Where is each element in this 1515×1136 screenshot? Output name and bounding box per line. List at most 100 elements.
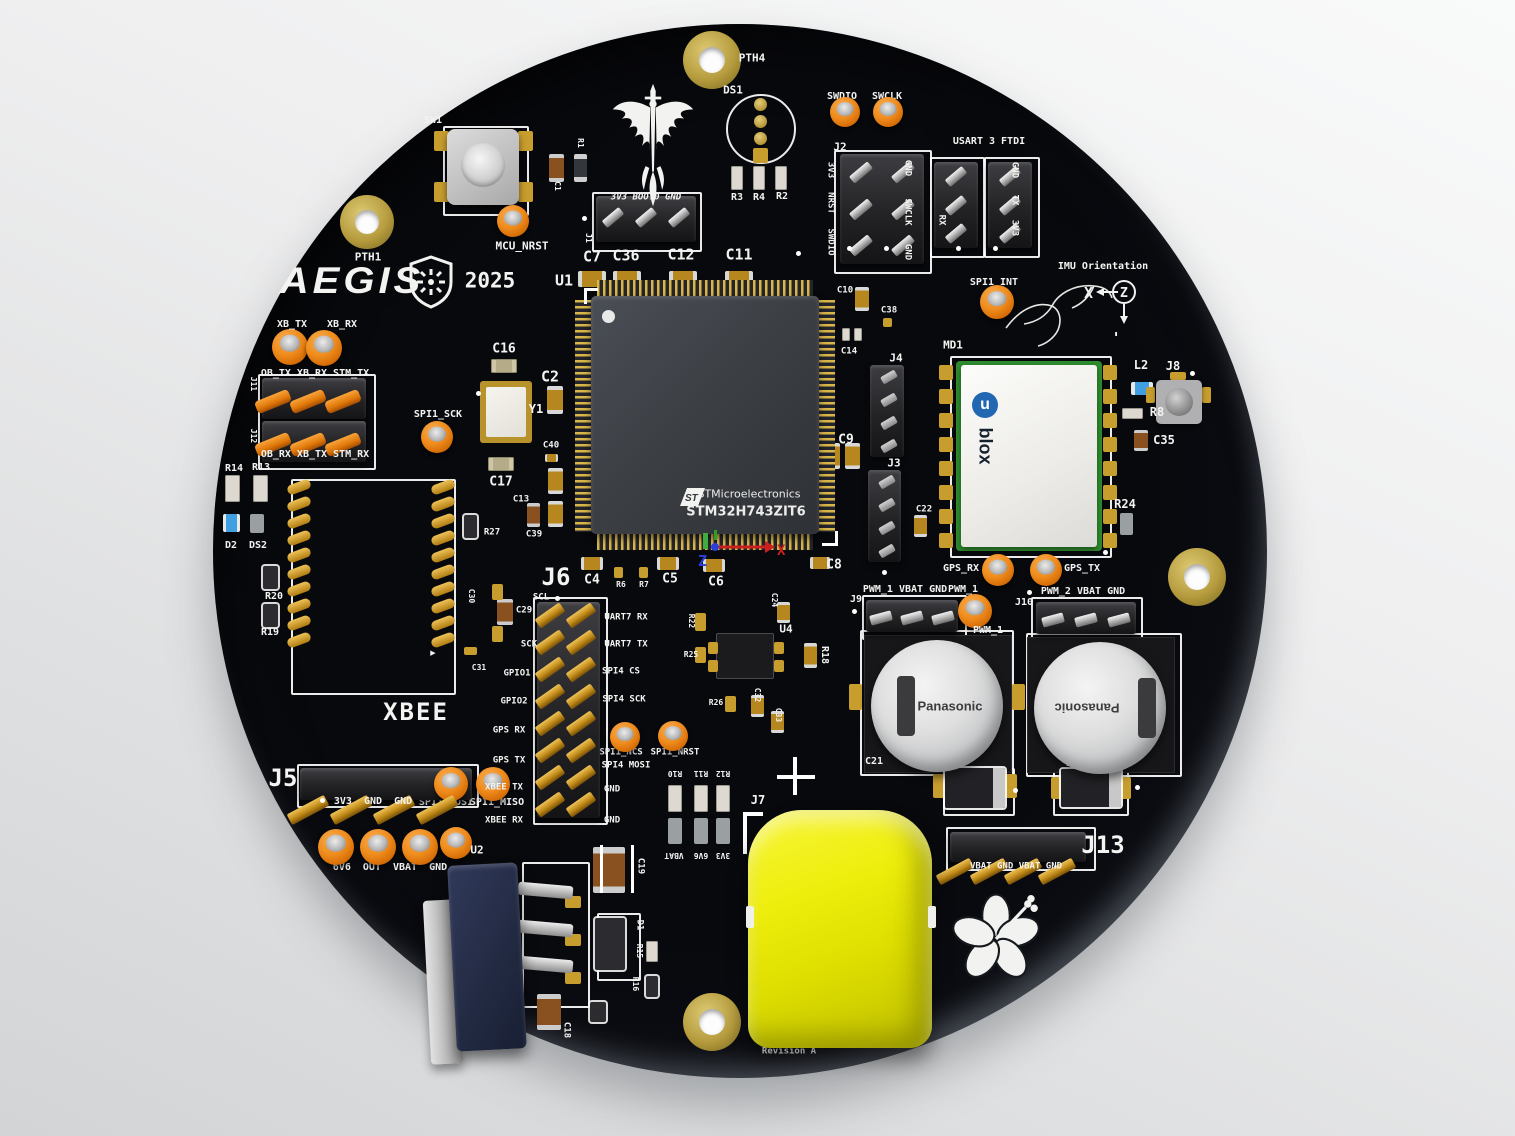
passive-component	[668, 784, 682, 812]
passive-component	[1005, 774, 1017, 798]
silk-line	[822, 543, 836, 546]
j7-connector	[748, 810, 932, 1048]
silk-pwm-1: PWM_1	[972, 625, 1004, 636]
passive-component	[774, 660, 784, 672]
silk-outline	[291, 479, 456, 695]
passive-component	[770, 711, 784, 733]
silk-tx: TX	[1009, 194, 1020, 206]
passive-component	[573, 154, 587, 182]
passive-component	[939, 364, 953, 380]
silk-r1: R1	[576, 138, 585, 148]
tp-spi1-nrst	[658, 721, 688, 751]
silk-swclk: SWCLK	[872, 92, 902, 102]
passive-component	[753, 97, 767, 111]
silk-3v3-gnd-gnd: 3V3 GND GND	[333, 796, 413, 807]
passive-component	[752, 147, 768, 163]
passive-component	[433, 182, 449, 202]
silk-r26: R26	[708, 698, 724, 707]
silk-c6: C6	[708, 574, 724, 590]
silk-r16: R16	[631, 976, 640, 992]
silk-pth4: PTH4	[738, 51, 766, 65]
silk-outline	[533, 597, 608, 825]
fiducial-dot	[1134, 784, 1140, 790]
svg-text:Y: Y	[1112, 328, 1120, 336]
silk-c30: C30	[467, 588, 476, 604]
silk-line	[584, 288, 587, 304]
passive-component	[1201, 387, 1211, 403]
passive-component	[939, 532, 953, 548]
silk-r10: R10	[667, 769, 683, 778]
silk-u2: U2	[470, 843, 484, 857]
silk-outline	[950, 356, 1112, 558]
silk-j6: J6	[541, 563, 571, 591]
silk-r2: R2	[775, 191, 789, 202]
silk-gps-tx: GPS TX	[492, 755, 526, 766]
passive-component	[638, 566, 648, 578]
silk-c29: C29	[515, 605, 533, 616]
passive-component	[547, 386, 563, 414]
passive-component	[1119, 513, 1133, 535]
bird-art	[1005, 284, 1113, 347]
silk-6v6: 6V6	[693, 851, 709, 860]
silk-c19: C19	[635, 857, 646, 875]
tp-vbat	[402, 829, 438, 865]
silk-j7: J7	[750, 793, 766, 807]
passive-component	[694, 647, 706, 663]
silk-mcu-nrst: MCU_NRST	[495, 239, 549, 253]
passive-component	[668, 818, 682, 844]
silk-md1: MD1	[943, 338, 963, 352]
silk-nrst: NRST	[825, 192, 836, 214]
silk-spi1-ncs: SPI1_NCS	[599, 747, 643, 758]
silk-ds2: DS2	[248, 540, 268, 551]
fiducial-dot	[554, 595, 560, 601]
silk-spi4-cs: SPI4 CS	[602, 666, 640, 677]
silk-gps-rx: GPS RX	[492, 725, 526, 736]
passive-component	[1103, 436, 1117, 452]
silk-swclk: SWCLK	[902, 198, 913, 226]
passive-component	[855, 287, 869, 311]
tp-spi1-int	[980, 285, 1014, 319]
silk-r8: R8	[1149, 405, 1165, 419]
silk-c10: C10	[836, 285, 854, 296]
u1-pin1-dot	[602, 310, 615, 323]
silk-c22: C22	[915, 504, 933, 515]
fiducial-dot	[581, 215, 587, 221]
passive-component	[750, 695, 764, 717]
imu-orientation-axes: X Z Y	[1084, 280, 1136, 336]
silk-line	[584, 288, 598, 291]
silk-line	[793, 757, 797, 795]
silk-outline	[443, 126, 529, 216]
silk-r22: R22	[687, 613, 696, 629]
silk-outline	[258, 374, 376, 470]
passive-component	[1103, 460, 1117, 476]
silk-revision-a: Revision A	[761, 1046, 817, 1057]
silk-xbee: XBEE	[383, 698, 449, 726]
passive-component	[491, 626, 503, 642]
svg-text:Z: Z	[698, 552, 707, 570]
pth1-hole	[340, 195, 394, 249]
silk-spi1-miso: SPI1_MISO	[469, 797, 525, 808]
passive-component	[844, 443, 860, 469]
silk-r19: R19	[260, 627, 280, 638]
silk-uart7-rx: UART7 RX	[604, 612, 648, 623]
tp-spi1-ncs	[610, 722, 640, 752]
passive-component	[1170, 372, 1186, 380]
passive-component	[433, 131, 449, 151]
passive-component	[945, 768, 1005, 808]
silk-j10: J10	[1014, 597, 1034, 608]
passive-component	[933, 774, 945, 798]
fiducial-dot	[881, 569, 887, 575]
silk-rx: RX	[936, 214, 947, 226]
tp-pwm-1	[958, 594, 992, 628]
passive-component	[517, 131, 533, 151]
passive-component	[646, 940, 658, 962]
ublox-logo-icon: u	[972, 392, 998, 418]
fiducial-dot	[795, 250, 801, 256]
silk-line	[600, 845, 603, 893]
silk-gnd: GND	[902, 159, 913, 177]
silk-c9: C9	[838, 432, 854, 448]
silk-c13: C13	[512, 494, 530, 505]
passive-component	[224, 474, 240, 502]
passive-component	[262, 603, 278, 627]
